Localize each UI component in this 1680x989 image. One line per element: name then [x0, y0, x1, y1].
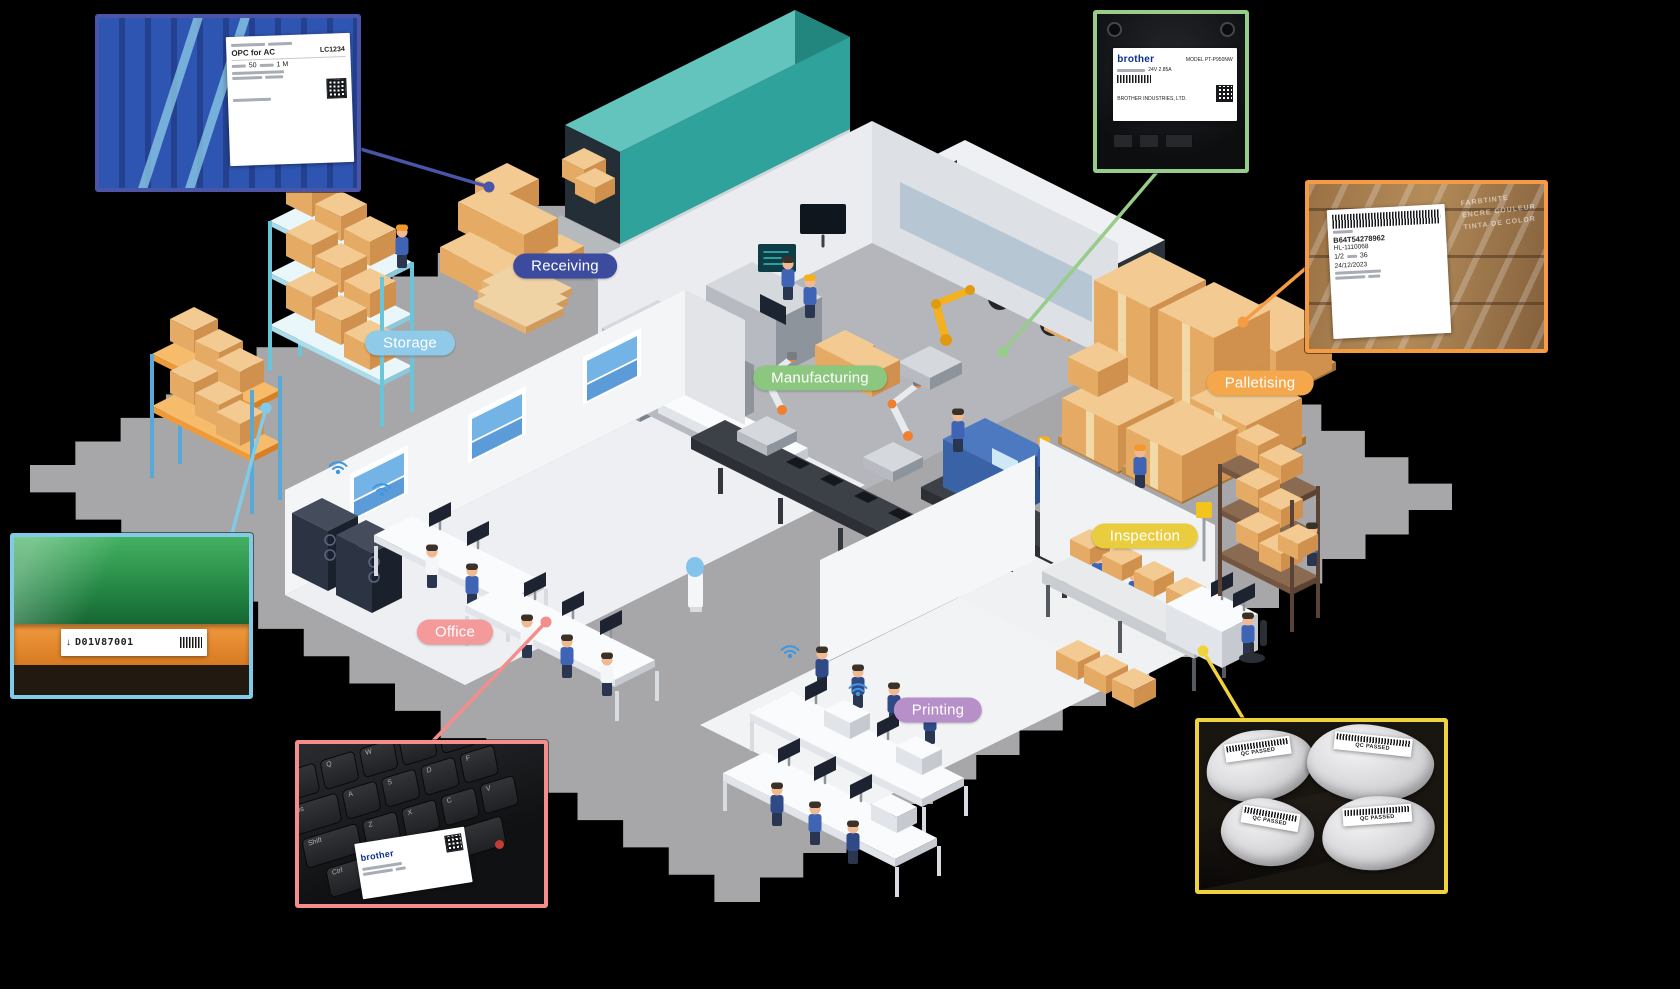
callout-printer-label-photo: brother MODEL PT-P950NW 24V 2.85A BROTHE… [1093, 10, 1249, 173]
carton-print-text: FARBTINTE ENCRE COULEUR TINTA DE COLOR [1460, 194, 1537, 232]
barcode-icon [180, 636, 203, 648]
wrapped-pallet-photo: FARBTINTE ENCRE COULEUR TINTA DE COLOR B… [1309, 184, 1544, 349]
rack-shadow [14, 664, 249, 695]
qr-code-icon [1215, 85, 1233, 103]
part-label: OPC for AC LC1234 50 1 M [225, 32, 354, 167]
storage-racks [150, 167, 414, 514]
zone-label: Storage [383, 334, 437, 352]
zone-pill-office: Office [416, 619, 494, 645]
zone-pill-inspection: Inspection [1091, 523, 1199, 549]
zone-label: Printing [911, 701, 965, 719]
laptop-photo: TabQWERCapsASDFShiftZXCVCtrlFnAlt brothe… [299, 744, 544, 904]
barcode-icon [1117, 75, 1152, 84]
receiving-boxes [440, 163, 572, 334]
location-code: D01V87001 [75, 636, 134, 648]
screw-icon [1220, 22, 1235, 37]
part-label-title: OPC for AC [231, 47, 276, 59]
printer-power: 24V 2.85A [1148, 67, 1172, 74]
zone-label: Inspection [1109, 527, 1181, 545]
zone-pill-palletising: Palletising [1206, 370, 1314, 396]
tote-rack-photo: ↓ D01V87001 [14, 537, 249, 695]
part-label-qty: 50 [248, 62, 257, 70]
zone-label: Office [434, 623, 476, 641]
zone-label: Manufacturing [771, 369, 869, 387]
printer-rating-label: brother MODEL PT-P950NW 24V 2.85A BROTHE… [1113, 48, 1237, 122]
zone-label: Palletising [1224, 374, 1296, 392]
callout-qc-bags-photo: QC PASSED QC PASSED QC PASSED QC PASSED [1195, 718, 1448, 894]
screw-icon [1107, 22, 1122, 37]
brother-logo: brother [1117, 54, 1155, 66]
printer-company: BROTHER INDUSTRIES, LTD. [1117, 96, 1187, 103]
brother-logo: brother [359, 847, 395, 863]
trackpoint-icon [495, 840, 504, 849]
qr-code-icon [325, 78, 347, 99]
office-room [285, 290, 745, 721]
qc-bags-photo: QC PASSED QC PASSED QC PASSED QC PASSED [1199, 722, 1444, 890]
part-label-unit: 1 M [276, 61, 289, 69]
callout-laptop-label-photo: TabQWERCapsASDFShiftZXCVCtrlFnAlt brothe… [295, 740, 548, 908]
shipping-qty: 36 [1359, 252, 1368, 260]
zone-pill-receiving: Receiving [513, 253, 617, 279]
plastic-bag: QC PASSED [1201, 723, 1319, 809]
blue-crate-photo: OPC for AC LC1234 50 1 M [99, 18, 357, 188]
shipping-label: B64T54278962 HL-1110068 1/2 36 24/12/202… [1326, 204, 1452, 339]
printer-model: MODEL PT-P950NW [1185, 56, 1233, 63]
down-arrow-icon: ↓ [66, 636, 71, 648]
printer-ports [1113, 134, 1199, 153]
callout-container-label-photo: OPC for AC LC1234 50 1 M [95, 14, 361, 192]
qr-code-icon [443, 833, 464, 853]
zone-pill-printing: Printing [893, 697, 983, 723]
printer-back-photo: brother MODEL PT-P950NW 24V 2.85A BROTHE… [1097, 14, 1245, 169]
location-label: ↓ D01V87001 [61, 628, 208, 657]
part-label-number: LC1234 [319, 46, 345, 54]
green-tote [14, 537, 249, 624]
callout-pallet-label-photo: FARBTINTE ENCRE COULEUR TINTA DE COLOR B… [1305, 180, 1548, 353]
callout-connectors [229, 146, 1308, 743]
zone-pill-manufacturing: Manufacturing [753, 365, 887, 391]
zone-label: Receiving [531, 257, 599, 275]
zone-pill-storage: Storage [365, 330, 455, 356]
callout-tote-label-photo: ↓ D01V87001 [10, 533, 253, 699]
shipping-pack: 1/2 [1334, 253, 1345, 261]
